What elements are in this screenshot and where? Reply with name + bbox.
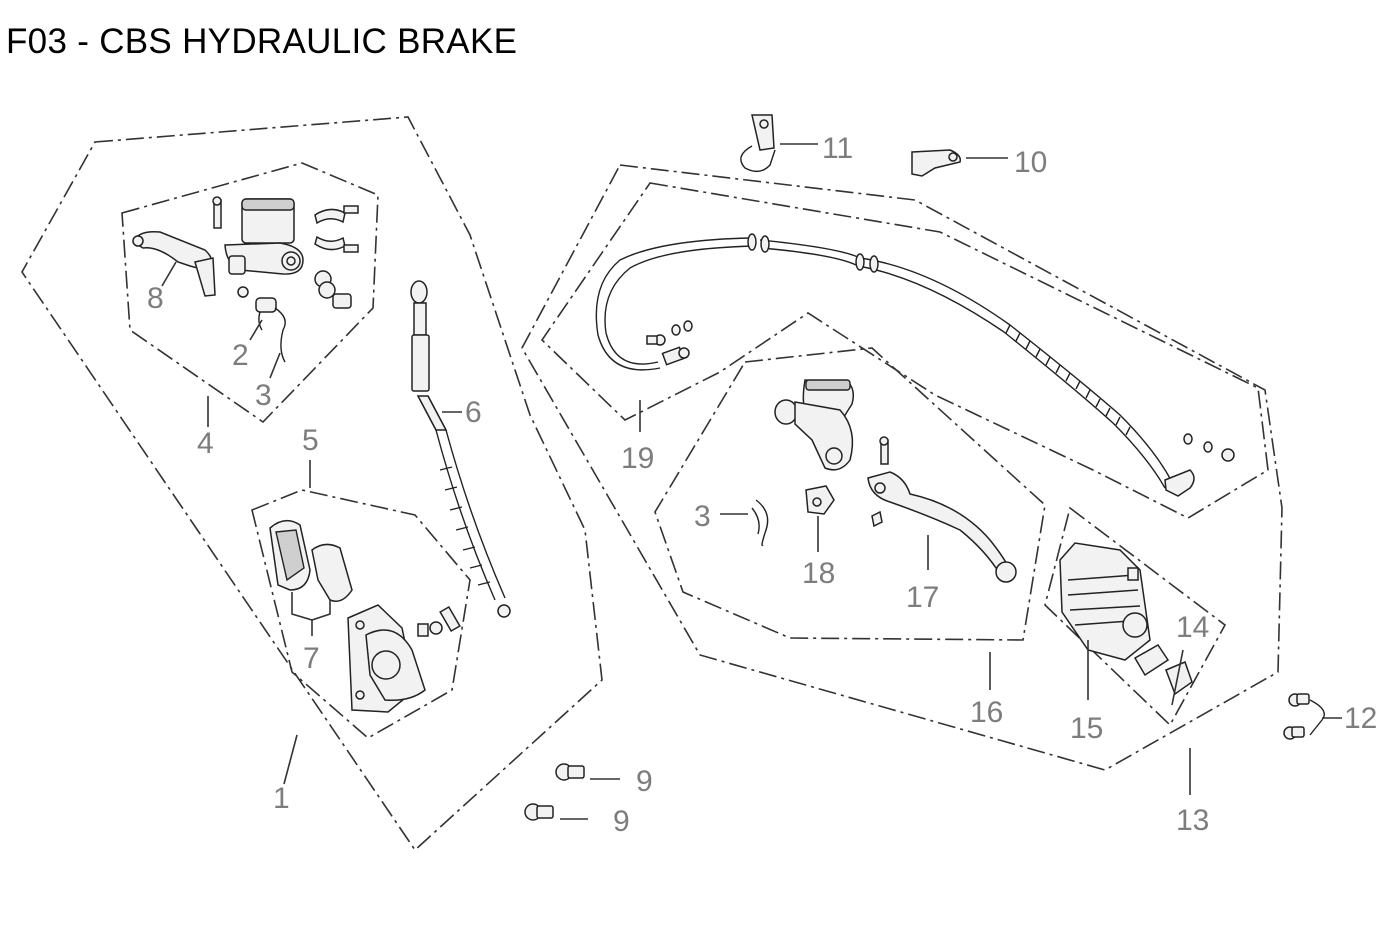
diagram-title: F03 - CBS HYDRAULIC BRAKE bbox=[6, 22, 518, 61]
brake-lever-8 bbox=[132, 230, 216, 297]
callout-13: 13 bbox=[1176, 804, 1209, 837]
leader-lines bbox=[161, 143, 1342, 820]
callout-15: 15 bbox=[1070, 712, 1103, 745]
switch-wire-3-right bbox=[751, 499, 769, 547]
brake-switch-2 bbox=[255, 297, 286, 363]
callout-2: 2 bbox=[232, 339, 249, 372]
assembly-1-boundary bbox=[21, 116, 603, 852]
callout-3-left: 3 bbox=[255, 379, 272, 412]
brake-hose-19 bbox=[595, 233, 1235, 497]
bolt-9a bbox=[555, 763, 585, 781]
callout-8: 8 bbox=[147, 282, 164, 315]
callout-6: 6 bbox=[465, 396, 482, 429]
bracket-10 bbox=[911, 149, 962, 177]
brake-hose-6 bbox=[410, 280, 511, 618]
callout-3-right: 3 bbox=[694, 500, 711, 533]
callout-16: 16 bbox=[970, 696, 1003, 729]
callout-4: 4 bbox=[197, 427, 214, 460]
bolts-12 bbox=[1283, 693, 1325, 740]
assembly-19-boundary bbox=[540, 182, 1269, 519]
brake-pads-7 bbox=[269, 519, 353, 602]
callout-19: 19 bbox=[621, 442, 654, 475]
callout-14: 14 bbox=[1176, 611, 1209, 644]
brake-lever-17 bbox=[867, 471, 1017, 583]
callout-5: 5 bbox=[302, 424, 319, 457]
callout-17: 17 bbox=[906, 581, 939, 614]
callout-11: 11 bbox=[822, 132, 853, 165]
callout-9-lower: 9 bbox=[613, 805, 630, 838]
master-cylinder-left bbox=[212, 196, 304, 275]
assembly-4-boundary bbox=[121, 162, 379, 424]
clamp-bolts bbox=[237, 205, 359, 309]
callout-10: 10 bbox=[1014, 146, 1047, 179]
bolt-9b bbox=[524, 803, 554, 821]
assembly-13-boundary bbox=[521, 164, 1283, 771]
assembly-5-boundary bbox=[251, 489, 471, 739]
callout-1: 1 bbox=[273, 782, 290, 815]
callout-12: 12 bbox=[1344, 702, 1377, 735]
caliper-right bbox=[1059, 542, 1193, 696]
callout-7: 7 bbox=[303, 642, 320, 675]
callout-9-upper: 9 bbox=[636, 765, 653, 798]
assembly-16-boundary bbox=[654, 347, 1046, 641]
brake-switch-18 bbox=[805, 485, 835, 515]
hose-clip-11 bbox=[740, 114, 776, 173]
callout-18: 18 bbox=[802, 557, 835, 590]
master-cylinder-right bbox=[774, 379, 889, 528]
assembly-15-boundary bbox=[1044, 506, 1227, 727]
caliper-left bbox=[347, 604, 461, 713]
